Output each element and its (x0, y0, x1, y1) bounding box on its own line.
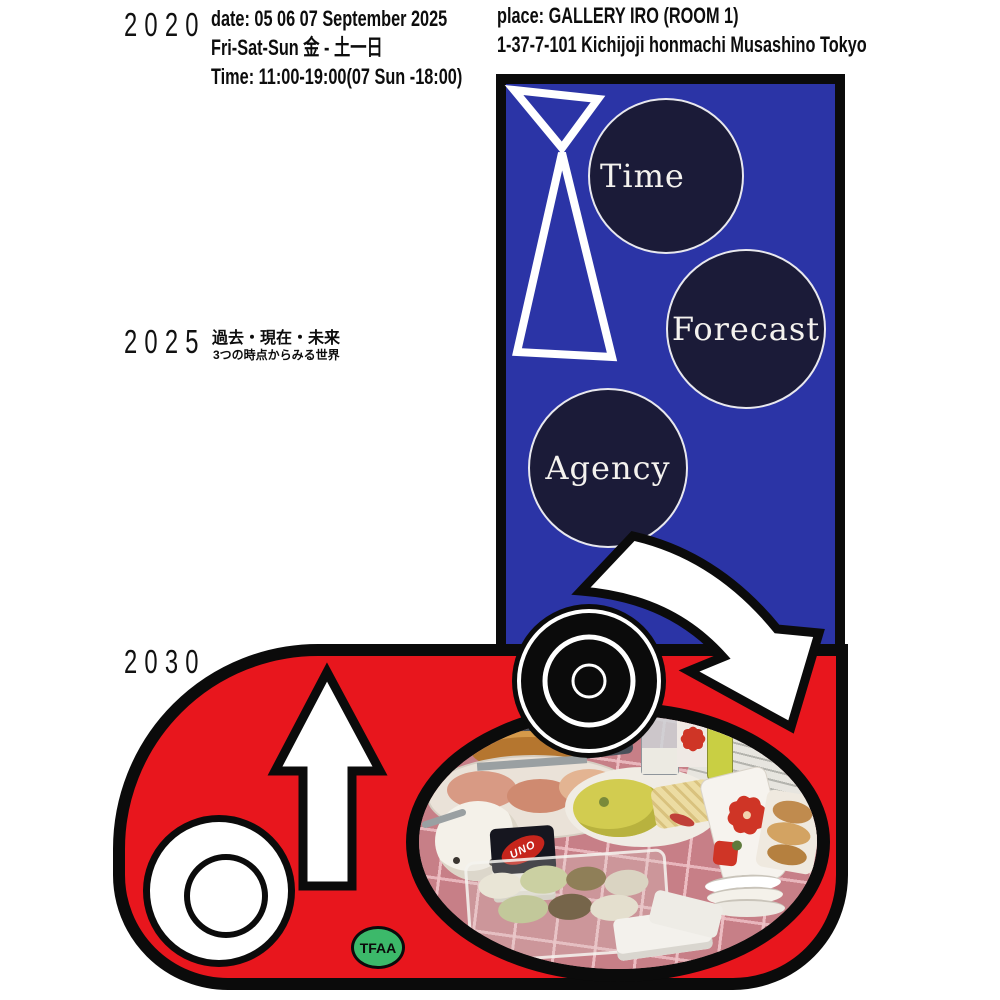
photo-bowl-face-dot (453, 857, 460, 864)
circle-time: Time (588, 98, 744, 254)
event-days-line: Fri-Sat-Sun 金 - 土一日 (211, 35, 383, 60)
event-place-line: place: GALLERY IRO (ROOM 1) (497, 3, 739, 28)
photo-milk (642, 748, 678, 774)
photo-carton-flower (683, 729, 703, 749)
tfaa-badge-label: TFAA (359, 939, 397, 956)
photo-flower-carton (677, 715, 709, 767)
photo-mushroom (547, 892, 593, 922)
photo-oval: UNO (406, 702, 830, 982)
photo-cup-rim (709, 899, 785, 917)
year-label-2025: 2025 (124, 323, 206, 360)
year-label-2030: 2030 (124, 643, 206, 680)
circle-agency: Agency (528, 388, 688, 548)
jp-theme-title: 過去・現在・未来 (212, 330, 341, 347)
circle-agency-label: Agency (545, 449, 671, 487)
event-address-line: 1-37-7-101 Kichijoji honmachi Musashino … (497, 32, 867, 57)
event-date-line: date: 05 06 07 September 2025 (211, 6, 448, 31)
tfaa-badge: TFAA (351, 926, 405, 969)
photo-bottle-cap (713, 716, 727, 726)
photo-glass (641, 715, 679, 775)
photo-salad-fleck (599, 797, 609, 807)
photo-salad-plate (565, 767, 721, 847)
photo-salad-chunk (603, 868, 650, 898)
photo-bread (765, 841, 809, 869)
year-label-2020: 2020 (124, 6, 206, 43)
circle-forecast-label: Forecast (671, 310, 821, 348)
photo-table-scene: UNO (419, 715, 817, 969)
jp-theme-subtitle: 3つの時点からみる世界 (213, 348, 340, 362)
circle-time-label: Time (600, 157, 685, 195)
photo-knife (476, 755, 588, 771)
photo-mushroom (565, 865, 607, 893)
circle-forecast: Forecast (666, 249, 826, 409)
event-date-block: date: 05 06 07 September 2025 Fri-Sat-Su… (211, 4, 551, 91)
event-place-block: place: GALLERY IRO (ROOM 1) 1-37-7-101 K… (497, 1, 997, 59)
event-time-line: Time: 11:00-19:00(07 Sun -18:00) (211, 64, 463, 89)
photo-salad-chunk (519, 863, 570, 896)
photo-yellow-salad (573, 779, 665, 837)
plate-circle-icon (143, 815, 295, 967)
plate-inner-ring (184, 854, 268, 938)
